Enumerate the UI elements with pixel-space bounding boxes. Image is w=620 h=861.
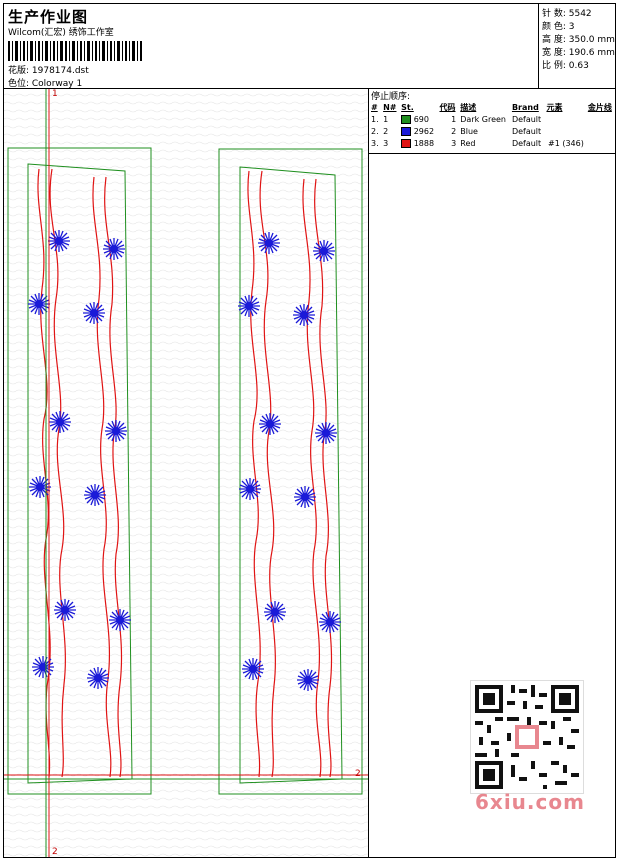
page-frame [3,3,616,858]
table-row: 3. 3 1888 3 Red Default #1 (346) [369,137,615,149]
col-desc: 描述 [460,102,477,112]
guide-label-v-bottom: 2 [52,847,58,857]
row-brand: Default [511,114,542,124]
color-count: 颜 色: 3 [542,22,575,32]
design-canvas: 1 2 2 [4,89,368,857]
guide-label-h-right: 2 [355,769,361,779]
row-sequin [586,137,615,149]
col-st: St. [401,102,414,112]
table-row: 1. 1 690 1 Dark Green Default [369,113,615,125]
col-element: 元素 [546,102,563,112]
header-left: 生产作业图 Wilcom(汇宏) 绣饰工作室 花版: 1978174.dst 色… [4,4,539,89]
row-n: 1 [383,114,389,124]
table-row: 2. 2 2962 2 Blue Default [369,125,615,137]
header-divider [3,88,616,89]
color-swatch [401,138,412,148]
embroidery-preview [4,89,368,857]
guide-label-v-top: 1 [52,89,58,99]
stitch-count: 针 数: 5542 [542,9,592,19]
row-element: #1 (346) [547,138,584,148]
barcode-icon [8,41,142,61]
row-brand: Default [511,138,542,148]
row-code: 3 [451,138,457,148]
company-name: Wilcom(汇宏) 绣饰工作室 [8,28,114,38]
row-brand: Default [511,126,542,136]
col-sequin: 金片线 [587,102,612,112]
design-height: 高 度: 350.0 mm [542,35,615,45]
stats-panel: 针 数: 5542 颜 色: 3 高 度: 350.0 mm 宽 度: 190.… [538,4,616,88]
watermark: 6xiu.com [475,790,585,814]
design-file-label: 花版: 1978174.dst [8,66,89,76]
row-desc: Blue [460,126,478,136]
qr-code-icon [470,680,584,794]
row-sequin [586,113,615,125]
col-index: # [371,102,378,112]
color-swatch [401,126,412,136]
row-index: 1. [371,114,379,124]
row-code: 1 [451,114,457,124]
stop-sequence-table: # N# St. 代码 描述 Brand 元素 金片线 1. 1 690 1 D… [369,101,615,149]
row-desc: Red [460,138,476,148]
design-width: 宽 度: 190.6 mm [542,48,615,58]
row-element [544,113,585,125]
table-header-row: # N# St. 代码 描述 Brand 元素 金片线 [369,101,615,113]
row-code: 2 [451,126,457,136]
page-title: 生产作业图 [8,8,89,26]
stop-sequence-panel: 停止顺序: # N# St. 代码 描述 Brand 元素 金片线 1. 1 6… [368,89,616,857]
design-scale: 比 例: 0.63 [542,61,589,71]
col-n: N# [383,102,397,112]
row-index: 3. [371,138,379,148]
row-sequin [586,125,615,137]
table-divider [369,153,615,154]
row-stitches: 2962 [399,125,437,137]
col-code: 代码 [439,102,456,112]
row-stitches: 1888 [399,137,437,149]
row-desc: Dark Green [460,114,507,124]
color-swatch [401,114,412,124]
row-n: 3 [383,138,389,148]
row-n: 2 [383,126,389,136]
stop-sequence-heading: 停止顺序: [371,92,411,102]
row-stitches: 690 [399,113,437,125]
row-element [544,125,585,137]
colorway-label: 色位: Colorway 1 [8,79,83,89]
col-brand: Brand [511,102,539,112]
row-index: 2. [371,126,379,136]
